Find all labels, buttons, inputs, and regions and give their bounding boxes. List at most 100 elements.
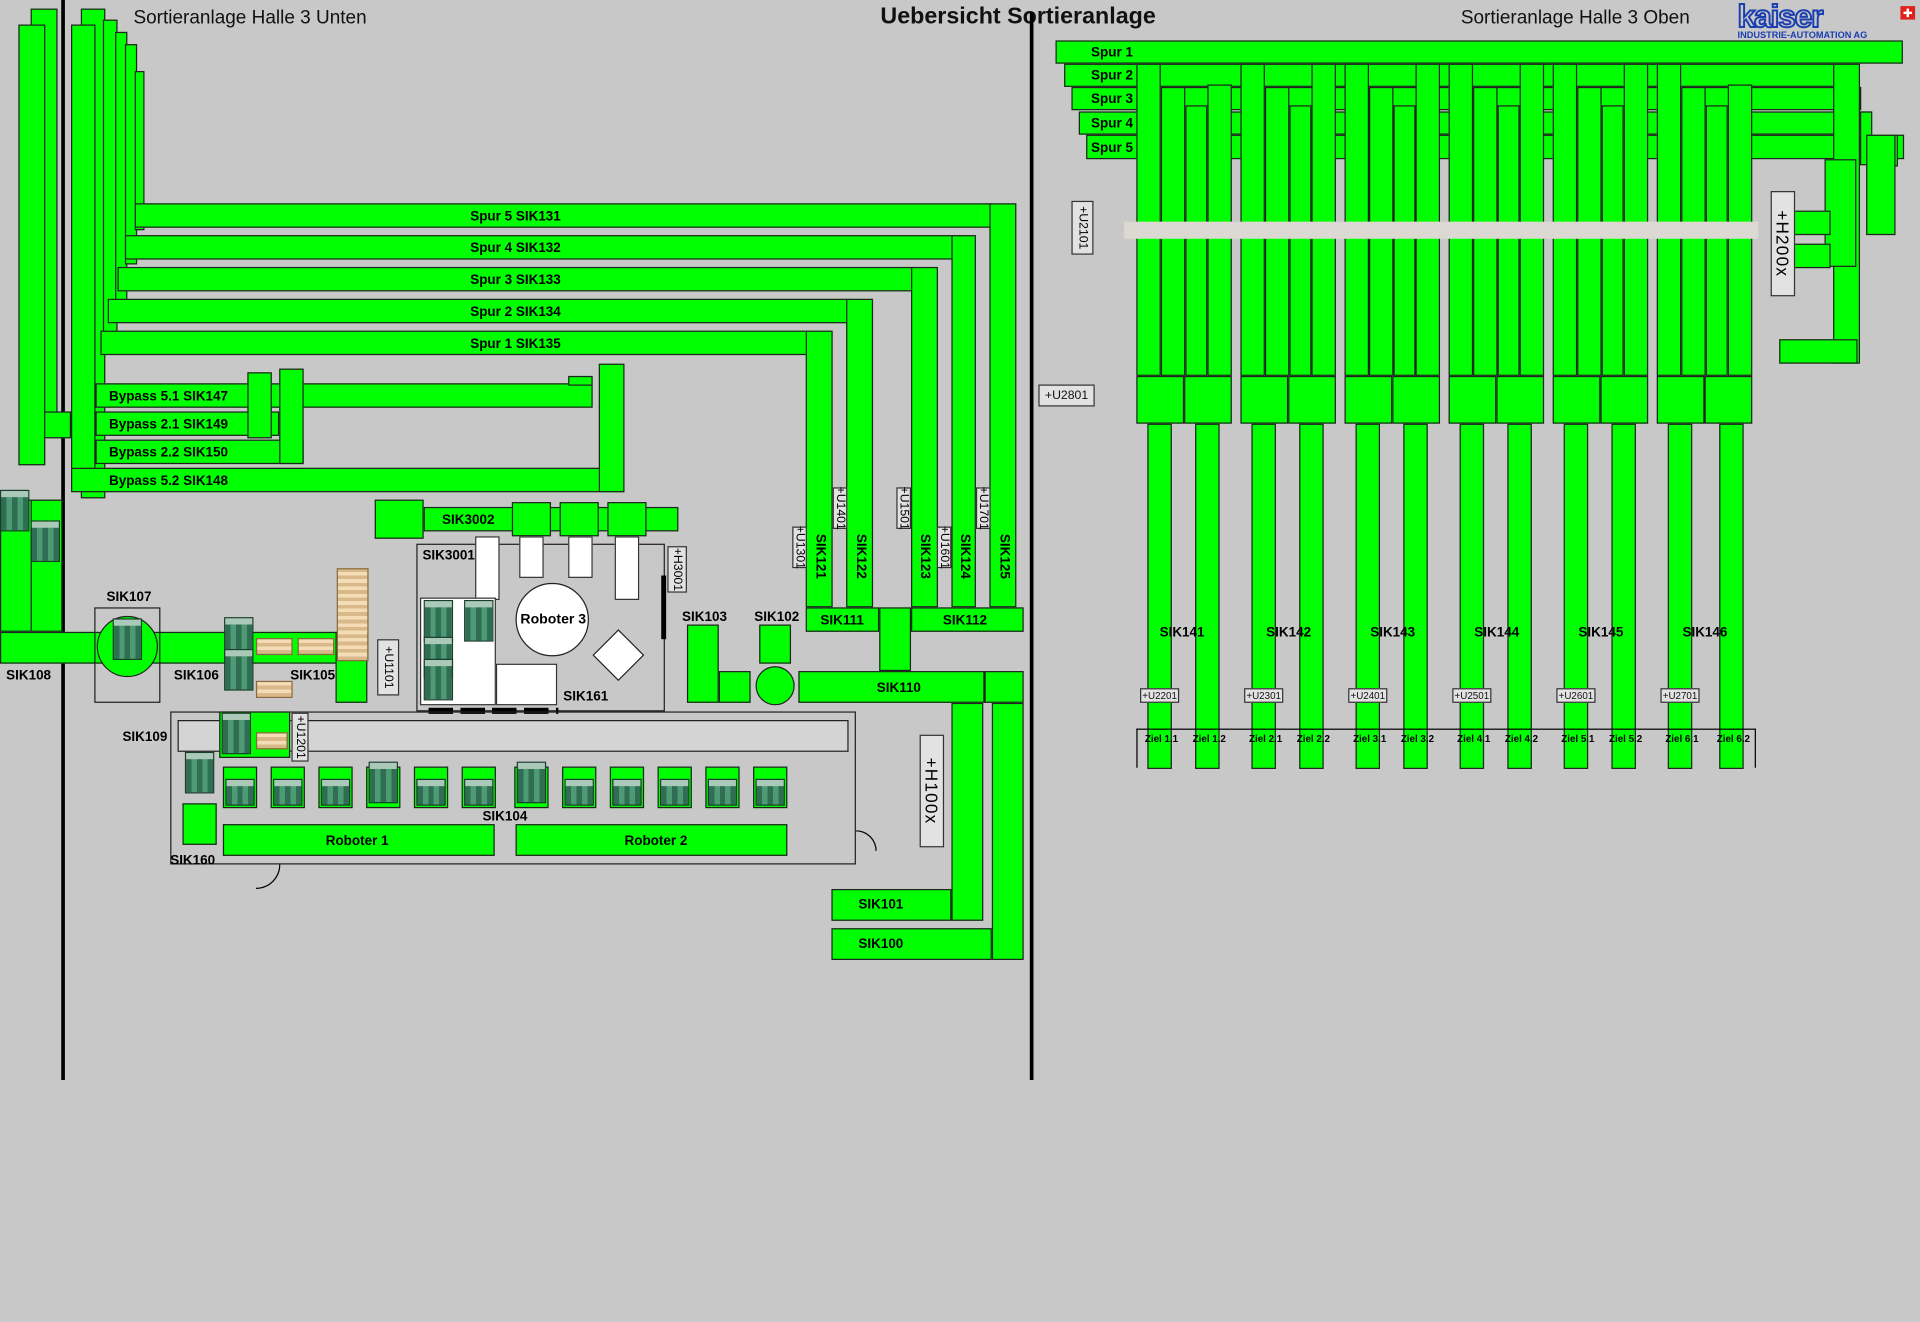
spur-4-lane[interactable]	[124, 235, 953, 260]
spur-1-lane[interactable]	[100, 330, 811, 356]
sik145-tower[interactable]	[1623, 63, 1649, 376]
left-buffer-column[interactable]	[18, 24, 46, 466]
sik122-conveyor[interactable]	[846, 298, 874, 608]
left-divider	[61, 0, 65, 1081]
sik110-conveyor[interactable]	[798, 671, 985, 703]
sik146-tower[interactable]	[1705, 105, 1728, 376]
ziel-4-2-conveyor[interactable]	[1507, 423, 1532, 769]
bypass-2-2-lane[interactable]	[95, 439, 304, 465]
robot-2[interactable]	[515, 824, 788, 856]
spur-5-lane[interactable]	[134, 203, 992, 228]
sik146-box-b[interactable]	[1704, 375, 1753, 424]
sik102-conveyor[interactable]	[759, 624, 792, 664]
ziel-5-1-conveyor[interactable]	[1563, 423, 1589, 769]
sik103-conveyor[interactable]	[686, 624, 719, 703]
ziel-4-1-conveyor[interactable]	[1459, 423, 1485, 769]
ziel-5-2-conveyor[interactable]	[1611, 423, 1636, 769]
kaiser-logo: kaiser INDUSTRIE-AUTOMATION AG	[1736, 0, 1917, 40]
robot-1[interactable]	[222, 824, 495, 856]
sik142-tower[interactable]	[1289, 105, 1312, 376]
sik141-tower[interactable]	[1136, 63, 1161, 376]
sik145-box-a[interactable]	[1552, 375, 1601, 424]
right-return-foot[interactable]	[1779, 339, 1858, 364]
sik141-tower[interactable]	[1185, 105, 1208, 376]
sik160-label: SIK160	[170, 853, 216, 869]
bypass-riser[interactable]	[598, 363, 625, 493]
sik101-conveyor[interactable]	[831, 888, 952, 921]
sik125-conveyor[interactable]	[989, 203, 1017, 608]
sik142-tower[interactable]	[1311, 63, 1336, 376]
ziel-2-2-conveyor[interactable]	[1299, 423, 1324, 769]
ziel-6-1-conveyor[interactable]	[1667, 423, 1693, 769]
sik143-tower[interactable]	[1344, 63, 1369, 376]
spur-3-lane[interactable]	[117, 266, 914, 292]
sik142-box-a[interactable]	[1240, 375, 1289, 424]
spur-buffer-column[interactable]	[134, 71, 145, 231]
robot-3[interactable]	[515, 582, 589, 657]
sik112-conveyor[interactable]	[911, 607, 1024, 632]
sik145-tower[interactable]	[1601, 105, 1624, 376]
sik105-label: SIK105	[290, 668, 336, 684]
bypass-5-2-lane[interactable]	[71, 467, 625, 493]
sik144-box-a[interactable]	[1448, 375, 1497, 424]
right-return-link[interactable]	[1793, 210, 1831, 236]
left-section-title: Sortieranlage Halle 3 Unten	[133, 7, 367, 29]
empty-pallet-icon	[255, 680, 293, 698]
sik160-conveyor[interactable]	[182, 803, 217, 845]
bypass-5-1-lane[interactable]	[95, 383, 593, 408]
sik144-tower[interactable]	[1448, 63, 1474, 376]
sik3002-slot[interactable]	[559, 502, 599, 537]
sik123-conveyor[interactable]	[911, 266, 938, 608]
ziel-1-1-conveyor[interactable]	[1147, 423, 1172, 769]
sik143-tower[interactable]	[1415, 63, 1441, 376]
sik121-conveyor[interactable]	[805, 330, 833, 608]
sik141-box-b[interactable]	[1184, 375, 1232, 424]
sik141-box-a[interactable]	[1136, 375, 1185, 424]
bypass-riser[interactable]	[279, 368, 304, 465]
right-return-link[interactable]	[1793, 243, 1831, 269]
sik110-corner[interactable]	[984, 671, 1024, 703]
h200-tag: +H200x	[1770, 191, 1796, 297]
sik143-box-a[interactable]	[1344, 375, 1393, 424]
ziel-2-1-conveyor[interactable]	[1251, 423, 1276, 769]
sik124-conveyor[interactable]	[951, 235, 976, 608]
spur-2-lane[interactable]	[107, 298, 850, 324]
right-return-riser[interactable]	[1866, 134, 1896, 236]
return-riser-a[interactable]	[951, 702, 984, 921]
sik3002-infeed[interactable]	[374, 499, 424, 539]
sik3002-slot[interactable]	[511, 502, 552, 537]
sik143-tower[interactable]	[1393, 105, 1416, 376]
sik146-box-a[interactable]	[1656, 375, 1705, 424]
sik144-box-b[interactable]	[1496, 375, 1545, 424]
sik146-tower[interactable]	[1656, 63, 1682, 376]
sik111-conveyor[interactable]	[805, 607, 880, 632]
pallet-icon	[516, 761, 547, 804]
svg-text:INDUSTRIE-AUTOMATION AG: INDUSTRIE-AUTOMATION AG	[1738, 30, 1868, 40]
bypass-riser[interactable]	[247, 372, 272, 439]
left-buffer-column[interactable]	[44, 411, 72, 439]
sik100-conveyor[interactable]	[831, 928, 992, 961]
ziel-6-2-conveyor[interactable]	[1719, 423, 1744, 769]
sik143-box-b[interactable]	[1392, 375, 1441, 424]
spur-buffer-column[interactable]	[71, 24, 96, 490]
sik142-box-b[interactable]	[1288, 375, 1336, 424]
right-spur-5-label: Spur 5	[1091, 140, 1133, 156]
sik145-box-b[interactable]	[1600, 375, 1649, 424]
sik144-tower[interactable]	[1519, 63, 1545, 376]
sik103-transfer[interactable]	[718, 671, 751, 703]
sik145-tower[interactable]	[1552, 63, 1578, 376]
sik144-tower[interactable]	[1497, 105, 1520, 376]
ziel-3-1-conveyor[interactable]	[1355, 423, 1381, 769]
sik102-turntable[interactable]	[755, 666, 795, 706]
right-spur-4-label: Spur 4	[1091, 116, 1133, 132]
sik142-tower[interactable]	[1240, 63, 1265, 376]
pallet-icon	[221, 712, 252, 755]
sik3002-slot[interactable]	[607, 502, 647, 537]
sik-junction[interactable]	[879, 607, 912, 672]
return-riser-b[interactable]	[991, 702, 1024, 961]
bypass-riser[interactable]	[568, 375, 593, 386]
spur-2-label: Spur 2 SIK134	[470, 304, 561, 320]
ziel-1-2-conveyor[interactable]	[1195, 423, 1220, 769]
right-spur-1-lane[interactable]	[1055, 40, 1903, 64]
ziel-3-2-conveyor[interactable]	[1403, 423, 1428, 769]
